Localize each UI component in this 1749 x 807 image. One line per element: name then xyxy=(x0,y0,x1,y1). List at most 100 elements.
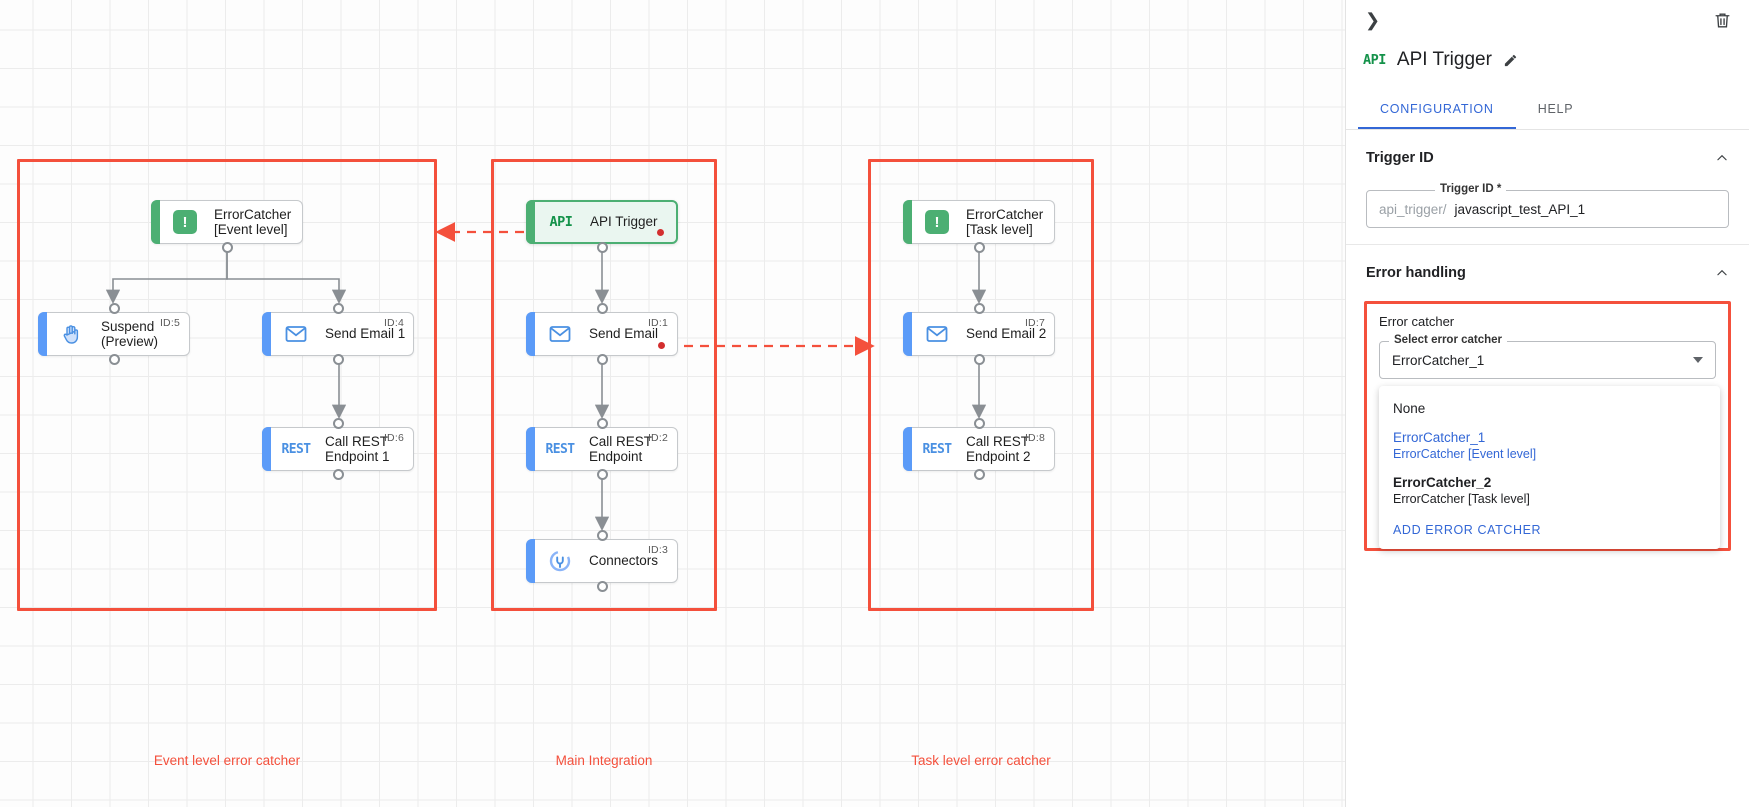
node-label: API Trigger xyxy=(590,214,658,230)
node-icon xyxy=(57,319,87,349)
node-output-port[interactable] xyxy=(973,469,985,480)
dropdown-option-name: ErrorCatcher_2 xyxy=(1393,475,1492,490)
node-icon xyxy=(545,546,575,576)
group-frame[interactable] xyxy=(17,159,437,611)
node-output-port[interactable] xyxy=(332,354,344,365)
trash-icon[interactable] xyxy=(1713,11,1732,30)
tab-help[interactable]: HELP xyxy=(1537,102,1574,116)
api-icon: API xyxy=(549,214,573,230)
dropdown-option-name: None xyxy=(1393,401,1426,416)
node-accent-rail xyxy=(262,427,271,471)
node-input-port[interactable] xyxy=(973,418,985,429)
group-caption: Main Integration xyxy=(555,753,653,768)
workflow-node[interactable]: !ErrorCatcher [Task level] xyxy=(903,200,1055,244)
workflow-node[interactable]: Suspend (Preview)ID:5 xyxy=(38,312,190,356)
chevron-up-icon[interactable] xyxy=(1715,266,1729,280)
dropdown-option[interactable]: None xyxy=(1379,394,1720,423)
node-icon xyxy=(281,319,311,349)
connectors-icon xyxy=(549,550,571,572)
chevron-right-icon[interactable]: ❯ xyxy=(1365,10,1381,30)
rest-icon: REST xyxy=(922,441,953,457)
node-output-port[interactable] xyxy=(221,242,233,253)
workflow-node[interactable]: !ErrorCatcher [Event level] xyxy=(151,200,303,244)
envelope-icon xyxy=(549,326,571,342)
api-icon: API xyxy=(1363,52,1386,68)
hand-icon xyxy=(63,325,79,344)
node-output-port[interactable] xyxy=(973,242,985,253)
node-output-port[interactable] xyxy=(332,469,344,480)
pencil-icon[interactable] xyxy=(1503,53,1518,68)
node-output-port[interactable] xyxy=(973,354,985,365)
node-icon xyxy=(545,319,575,349)
workflow-canvas[interactable]: Event level error catcher Main Integratio… xyxy=(0,0,1345,807)
node-accent-rail xyxy=(903,312,912,356)
trigger-id-value[interactable]: javascript_test_API_1 xyxy=(1454,201,1586,217)
node-label: Suspend (Preview) xyxy=(101,318,159,349)
details-panel: ❯ API API Trigger CONFIGURATION HELP Tri… xyxy=(1345,0,1749,807)
node-accent-rail xyxy=(526,427,535,471)
trigger-id-prefix: api_trigger/ xyxy=(1379,201,1447,217)
node-error-dot xyxy=(658,342,665,349)
node-id-badge: ID:2 xyxy=(647,432,668,444)
panel-tabs: CONFIGURATION HELP xyxy=(1346,92,1749,130)
dropdown-option-desc: ErrorCatcher [Event level] xyxy=(1393,447,1537,461)
trigger-id-field[interactable]: Trigger ID * api_trigger/ javascript_tes… xyxy=(1366,183,1729,228)
node-output-port[interactable] xyxy=(596,469,608,480)
node-id-badge: ID:8 xyxy=(1024,432,1045,444)
node-accent-rail xyxy=(151,200,160,244)
node-id-badge: ID:6 xyxy=(383,432,404,444)
node-input-port[interactable] xyxy=(596,303,608,314)
node-label: Send Email 2 xyxy=(966,326,1047,342)
error-catcher-label: Error catcher xyxy=(1379,314,1455,329)
envelope-icon xyxy=(926,326,948,342)
node-output-port[interactable] xyxy=(108,354,120,365)
node-input-port[interactable] xyxy=(332,303,344,314)
node-id-badge: ID:3 xyxy=(647,544,668,556)
select-error-catcher[interactable]: Select error catcher ErrorCatcher_1 xyxy=(1379,334,1716,379)
chevron-down-icon[interactable] xyxy=(1693,357,1703,363)
select-error-catcher-value: ErrorCatcher_1 xyxy=(1392,352,1485,368)
node-input-port[interactable] xyxy=(108,303,120,314)
node-input-port[interactable] xyxy=(596,418,608,429)
node-accent-rail xyxy=(526,539,535,583)
rest-icon: REST xyxy=(545,441,576,457)
workflow-node[interactable]: API API Trigger xyxy=(526,200,678,244)
node-output-port[interactable] xyxy=(596,581,608,592)
chevron-up-icon[interactable] xyxy=(1715,151,1729,165)
group-frame[interactable] xyxy=(491,159,717,611)
node-icon: REST xyxy=(922,434,953,464)
node-icon: API xyxy=(546,207,576,237)
group-frame[interactable] xyxy=(868,159,1094,611)
node-icon: ! xyxy=(922,207,952,237)
section-error-handling-title: Error handling xyxy=(1366,265,1466,281)
node-icon: REST xyxy=(545,434,576,464)
group-caption: Event level error catcher xyxy=(153,753,301,768)
section-error-handling-header[interactable]: Error handling xyxy=(1346,245,1749,287)
envelope-icon xyxy=(285,326,307,342)
node-output-port[interactable] xyxy=(596,242,608,253)
node-output-port[interactable] xyxy=(596,354,608,365)
node-id-badge: ID:7 xyxy=(1024,317,1045,329)
error-catcher-icon: ! xyxy=(173,210,197,234)
node-label: Call REST Endpoint 2 xyxy=(966,433,1031,464)
section-divider xyxy=(1346,244,1749,245)
node-input-port[interactable] xyxy=(596,530,608,541)
section-trigger-id-header[interactable]: Trigger ID xyxy=(1346,130,1749,172)
tab-configuration[interactable]: CONFIGURATION xyxy=(1358,92,1516,129)
node-label: Call REST Endpoint 1 xyxy=(325,433,390,464)
node-accent-rail xyxy=(526,312,535,356)
node-input-port[interactable] xyxy=(332,418,344,429)
node-input-port[interactable] xyxy=(973,303,985,314)
panel-topbar: ❯ xyxy=(1346,0,1749,40)
add-error-catcher-button[interactable]: ADD ERROR CATCHER xyxy=(1393,523,1542,537)
